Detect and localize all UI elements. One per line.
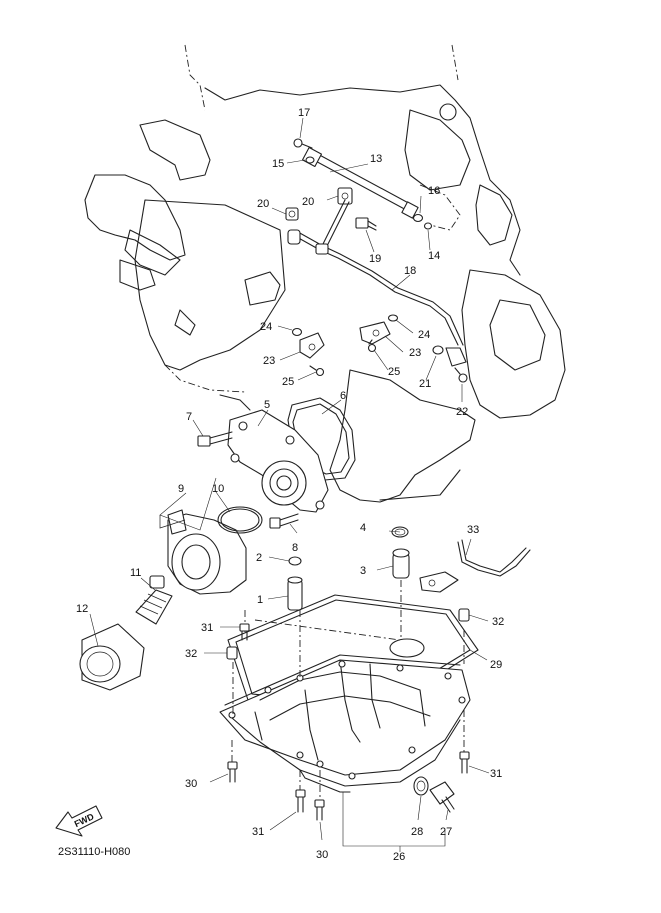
bolt-30a: [227, 761, 238, 783]
union-bolt-11: [135, 575, 173, 625]
callout-22: 22: [456, 406, 468, 418]
callout-17: 17: [298, 107, 310, 119]
oil-jet-23b: [359, 321, 391, 345]
diagram-code: 2S31110-H080: [58, 846, 130, 858]
union-bolt-20b: [337, 187, 353, 205]
callout-23a: 23: [263, 355, 275, 367]
callout-20b: 20: [302, 196, 314, 208]
bolt-30b: [314, 799, 325, 821]
o-ring-10: [217, 506, 263, 534]
callout-labels: 17 15 13 16 14 20 20 19 18 24 24 23 23 2…: [76, 107, 504, 863]
bolt-22: [454, 367, 468, 383]
bolt-7: [197, 431, 233, 447]
oil-filter-12: [79, 623, 145, 691]
bolt-17: [293, 138, 313, 149]
bolt-19: [355, 217, 377, 231]
callout-33: 33: [467, 524, 479, 536]
o-ring-14: [423, 222, 433, 230]
callout-32a: 32: [185, 648, 197, 660]
oil-pan: [219, 654, 471, 793]
callout-25a: 25: [282, 376, 294, 388]
callout-12: 12: [76, 603, 88, 615]
fwd-arrow-icon: FWD: [55, 805, 103, 837]
o-ring-24a: [291, 327, 303, 337]
callout-5: 5: [264, 399, 270, 411]
callout-10: 10: [212, 483, 224, 495]
callout-23b: 23: [409, 347, 421, 359]
bolt-31b: [295, 789, 306, 813]
washer-21: [432, 345, 444, 355]
callout-14: 14: [428, 250, 440, 262]
callout-31c: 31: [490, 768, 502, 780]
o-ring-2: [288, 556, 302, 566]
callout-24b: 24: [418, 329, 430, 341]
bolt-8: [269, 513, 299, 529]
oil-delivery-pipe-13: [301, 146, 419, 219]
callout-21: 21: [419, 378, 431, 390]
gasket-28: [413, 776, 429, 796]
callout-9: 9: [178, 483, 184, 495]
oil-jet-23a: [299, 332, 325, 359]
callout-26: 26: [393, 851, 405, 863]
callout-8: 8: [292, 542, 298, 554]
oil-pipe-18: [287, 199, 467, 367]
callout-28: 28: [411, 826, 423, 838]
callout-24a: 24: [260, 321, 272, 333]
callout-2: 2: [256, 552, 262, 564]
bolt-31c: [459, 751, 470, 774]
callout-16: 16: [428, 185, 440, 197]
callout-30b: 30: [316, 849, 328, 861]
leader-lines: [89, 117, 490, 852]
union-bolt-20a: [285, 207, 299, 221]
callout-3: 3: [360, 565, 366, 577]
engine-outline: [84, 44, 566, 503]
callout-15: 15: [272, 158, 284, 170]
callout-19: 19: [369, 253, 381, 265]
callout-31b: 31: [252, 826, 264, 838]
o-ring-24b: [387, 314, 399, 322]
callout-29: 29: [490, 659, 502, 671]
callout-27: 27: [440, 826, 452, 838]
bolt-25b: [367, 339, 377, 353]
callout-6: 6: [340, 390, 346, 402]
callout-31a: 31: [201, 622, 213, 634]
bolt-25a: [309, 365, 325, 377]
callout-4: 4: [360, 522, 366, 534]
collar-32b: [458, 608, 470, 622]
washer-16: [412, 213, 424, 223]
oil-filter-housing-5: [227, 409, 329, 513]
drain-bolt-27: [429, 781, 455, 813]
washer-15: [305, 156, 315, 164]
callout-7: 7: [186, 411, 192, 423]
callout-32b: 32: [492, 616, 504, 628]
pipe-1: [287, 576, 303, 611]
collar-32a: [226, 646, 238, 660]
callout-1: 1: [257, 594, 263, 606]
strainer-pipe-33: [419, 539, 531, 593]
callout-11: 11: [130, 567, 141, 579]
callout-30a: 30: [185, 778, 197, 790]
callout-18: 18: [404, 265, 416, 277]
callout-20a: 20: [257, 198, 269, 210]
collar-3: [392, 548, 410, 579]
bolt-31a: [239, 623, 250, 641]
callout-13: 13: [370, 153, 382, 165]
oil-cooler-9: [159, 509, 247, 595]
callout-25b: 25: [388, 366, 400, 378]
